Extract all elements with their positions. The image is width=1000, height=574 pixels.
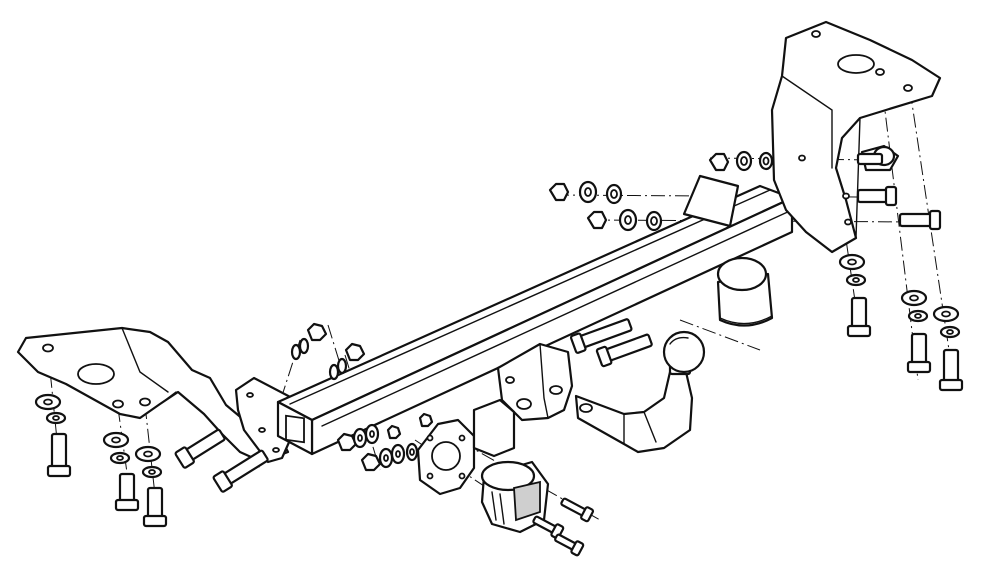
socket-plate-holder — [472, 398, 516, 458]
washer — [900, 289, 928, 307]
washer — [378, 447, 394, 469]
nut — [360, 452, 382, 472]
washer — [838, 253, 866, 271]
washer — [364, 423, 380, 445]
tow-ball-neck — [574, 330, 706, 454]
socket-plate — [416, 398, 516, 496]
washer — [578, 180, 598, 204]
left-bracket-large-hole — [77, 363, 115, 385]
bolt — [569, 318, 633, 354]
bolt — [898, 209, 942, 231]
nut — [344, 342, 366, 362]
washer — [735, 150, 753, 172]
tow-ball — [662, 330, 706, 374]
washers — [34, 150, 961, 479]
washer — [290, 343, 302, 361]
washer — [907, 309, 929, 323]
bolt — [46, 432, 72, 478]
bolt — [114, 472, 140, 512]
washer — [645, 210, 663, 232]
bolt — [212, 449, 269, 493]
screw — [560, 497, 595, 523]
washer — [328, 363, 340, 381]
washer — [109, 451, 131, 465]
washer — [605, 183, 623, 205]
bolt — [595, 333, 653, 368]
bolt — [174, 428, 226, 469]
washer — [352, 427, 368, 449]
crossbar-end-plate — [682, 174, 740, 228]
washer — [102, 431, 130, 449]
washer — [758, 151, 774, 171]
screw — [532, 515, 565, 540]
bolts — [46, 152, 964, 557]
nuts — [306, 152, 730, 472]
bolt — [938, 348, 964, 392]
right-bracket-large-hole — [837, 54, 875, 74]
nut — [586, 210, 608, 230]
washer — [34, 393, 62, 411]
nut — [386, 424, 402, 440]
washer — [141, 465, 163, 479]
washer — [932, 305, 960, 323]
tow-ball-cover — [716, 256, 774, 327]
nut — [418, 412, 434, 428]
bolt — [142, 486, 168, 528]
right-mounting-bracket — [770, 20, 942, 254]
washer — [45, 411, 67, 425]
washer — [405, 442, 419, 462]
left-mounting-bracket — [16, 326, 290, 464]
electrical-socket — [480, 460, 550, 534]
washer — [939, 325, 961, 339]
nut — [708, 152, 730, 172]
washer — [618, 208, 638, 232]
washer — [298, 337, 310, 355]
washer — [336, 357, 348, 375]
bolt — [856, 152, 884, 166]
washer — [845, 273, 867, 287]
bolt — [846, 296, 872, 338]
bolt — [906, 332, 932, 374]
washer — [134, 445, 162, 463]
nut — [548, 182, 570, 202]
screw — [554, 533, 585, 557]
bolt — [856, 185, 898, 207]
nut — [306, 322, 328, 342]
washer — [390, 443, 406, 465]
